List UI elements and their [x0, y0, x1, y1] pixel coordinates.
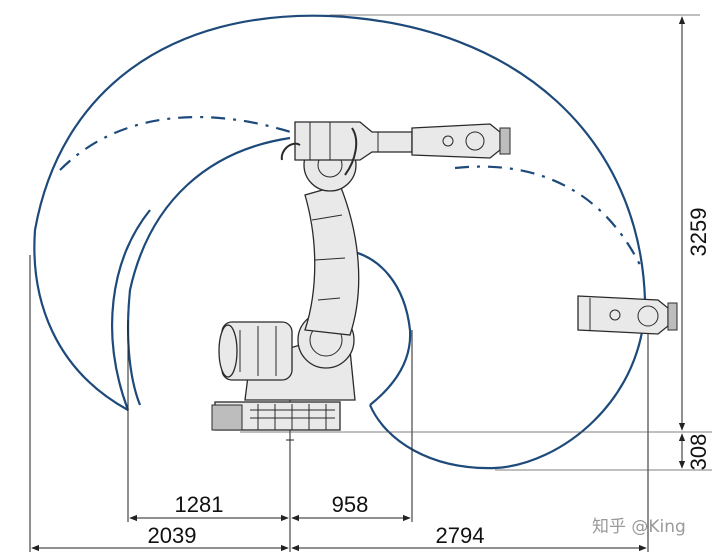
dim-label-2039: 2039: [148, 523, 197, 548]
dimension-lines: [29, 14, 712, 552]
robot-arm-illustration: [211, 121, 511, 431]
outer-left-loop: [111, 209, 151, 411]
outer-envelope-curve: [33, 14, 647, 411]
robot-wrist: [411, 123, 501, 159]
robot-upper-arm: [294, 121, 413, 161]
dim-label-2794: 2794: [436, 523, 485, 548]
inner-bulge-curve: [344, 248, 412, 406]
dim-label-3259: 3259: [686, 208, 711, 257]
watermark-text: 知乎 @King: [592, 517, 686, 537]
reach-envelope: [33, 14, 647, 470]
dim-label-308: 308: [686, 434, 711, 471]
lower-sweep-curve: [368, 299, 647, 470]
robot-lower-arm: [304, 184, 360, 336]
robot-wrist-far-position: [577, 295, 678, 335]
dashed-arc-left: [59, 116, 301, 171]
inner-envelope-curve: [126, 136, 291, 406]
dashed-arc-right: [454, 165, 641, 266]
dim-label-1281: 1281: [175, 492, 224, 517]
dim-label-958: 958: [332, 492, 369, 517]
